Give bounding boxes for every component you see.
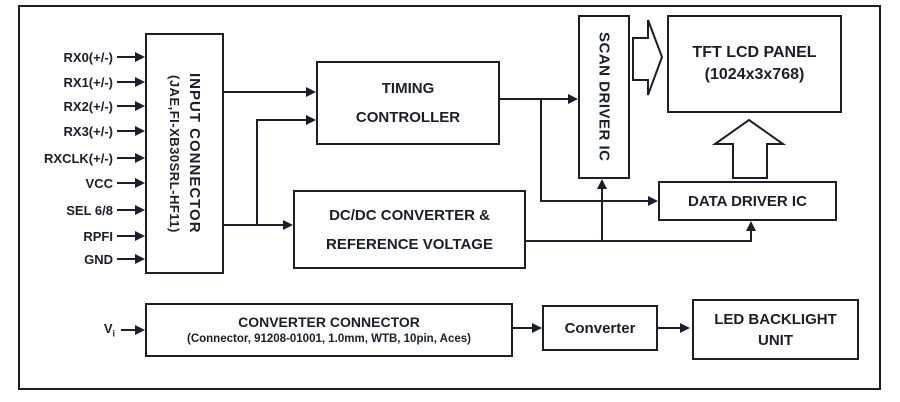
arrow-right-icon — [568, 93, 578, 104]
signal-label: GND — [84, 251, 113, 267]
arrow-right-icon — [135, 126, 145, 136]
signal-label: RX1(+/-) — [63, 74, 113, 90]
converter-block: Converter — [542, 305, 658, 351]
signal-arrow-line — [117, 258, 135, 260]
led-backlight-line2: UNIT — [758, 331, 793, 349]
dcdc-line2: REFERENCE VOLTAGE — [326, 235, 493, 253]
signal-arrow-line — [117, 157, 135, 159]
signal-arrow-line — [117, 105, 135, 107]
wire-dcdc-output — [526, 240, 752, 242]
arrow-right-icon — [135, 101, 145, 111]
signal-row-vcc: VCC — [30, 173, 145, 193]
tft-lcd-panel-block: TFT LCD PANEL (1024x3x768) — [667, 15, 842, 113]
signal-label: RX2(+/-) — [63, 98, 113, 114]
signal-label: RX0(+/-) — [63, 49, 113, 65]
scan-driver-label: SCAN DRIVER IC — [595, 32, 613, 162]
wire-connconn-to-converter — [513, 327, 534, 329]
diagram-outer-border — [18, 5, 881, 390]
wire-branch-vertical — [256, 120, 258, 226]
signal-row-rxclk: RXCLK(+/-) — [30, 148, 145, 168]
input-connector-text: INPUT CONNECTOR (JAE,FI-XB30SRL-HF11) — [165, 73, 204, 234]
input-connector-block: INPUT CONNECTOR (JAE,FI-XB30SRL-HF11) — [145, 33, 224, 274]
arrow-right-icon — [135, 231, 145, 241]
dcdc-converter-block: DC/DC CONVERTER & REFERENCE VOLTAGE — [293, 190, 526, 269]
arrow-right-icon — [135, 325, 145, 335]
signal-arrow-line — [117, 235, 135, 237]
wire-dcdc-to-scan-vertical — [601, 187, 603, 242]
wire-dcdc-to-data-vertical — [750, 229, 752, 242]
tft-panel-line2: (1024x3x768) — [704, 66, 805, 83]
timing-controller-block: TIMING CONTROLLER — [316, 61, 500, 145]
converter-connector-block: CONVERTER CONNECTOR (Connector, 91208-01… — [145, 303, 513, 357]
arrow-right-icon — [680, 322, 690, 333]
arrow-right-icon — [135, 254, 145, 264]
power-input-label: Vi — [103, 321, 115, 339]
signal-arrow-line — [117, 81, 135, 83]
tft-panel-line1: TFT LCD PANEL — [692, 44, 817, 61]
wire-converter-to-led — [658, 327, 682, 329]
signal-arrow-line — [117, 182, 135, 184]
signal-arrow-line — [117, 209, 135, 211]
led-backlight-block: LED BACKLIGHT UNIT — [692, 299, 859, 360]
data-driver-label: DATA DRIVER IC — [688, 192, 807, 210]
signal-label: RXCLK(+/-) — [44, 150, 113, 166]
signal-label: VCC — [85, 175, 113, 191]
wire-connector-to-dcdc — [224, 224, 285, 226]
signal-label: RPFI — [83, 228, 113, 244]
arrow-right-icon — [306, 114, 316, 125]
arrow-right-icon — [306, 86, 316, 97]
block-arrow-right-icon — [632, 19, 664, 96]
arrow-right-icon — [135, 205, 145, 215]
signal-arrow-line — [121, 329, 135, 331]
wire-timing-to-scan — [500, 98, 570, 100]
signal-row-gnd: GND — [30, 249, 145, 269]
led-backlight-line1: LED BACKLIGHT — [714, 310, 837, 328]
arrow-right-icon — [135, 77, 145, 87]
block-arrow-up-icon — [712, 118, 786, 179]
signal-row-rx1: RX1(+/-) — [30, 72, 145, 92]
wire-timing-branch-vertical — [540, 98, 542, 202]
arrow-right-icon — [135, 52, 145, 62]
signal-row-rpfi: RPFI — [30, 226, 145, 246]
signal-label: SEL 6/8 — [66, 202, 113, 218]
arrow-right-icon — [283, 219, 293, 230]
data-driver-block: DATA DRIVER IC — [658, 181, 837, 221]
wire-connector-to-timing-2 — [256, 119, 308, 121]
signal-row-rx3: RX3(+/-) — [30, 121, 145, 141]
input-connector-title: INPUT CONNECTOR — [186, 73, 203, 234]
signal-arrow-line — [117, 130, 135, 132]
signal-row-sel: SEL 6/8 — [30, 200, 145, 220]
arrow-right-icon — [135, 153, 145, 163]
arrow-up-icon — [596, 179, 607, 189]
signal-row-rx2: RX2(+/-) — [30, 96, 145, 116]
timing-controller-line1: TIMING — [381, 80, 435, 97]
converter-label: Converter — [564, 319, 636, 337]
timing-controller-line2: CONTROLLER — [355, 109, 461, 126]
converter-connector-subtitle: (Connector, 91208-01001, 1.0mm, WTB, 10p… — [187, 333, 471, 345]
scan-driver-block: SCAN DRIVER IC — [578, 15, 630, 179]
arrow-up-icon — [745, 221, 756, 231]
arrow-right-icon — [648, 195, 658, 206]
arrow-right-icon — [135, 178, 145, 188]
dcdc-line1: DC/DC CONVERTER & — [329, 206, 490, 224]
signal-row-rx0: RX0(+/-) — [30, 47, 145, 67]
input-connector-subtitle: (JAE,FI-XB30SRL-HF11) — [167, 74, 182, 233]
wire-timing-to-data — [540, 200, 650, 202]
converter-connector-title: CONVERTER CONNECTOR — [238, 314, 420, 330]
power-input-row: Vi — [88, 320, 145, 340]
signal-arrow-line — [117, 56, 135, 58]
signal-label: RX3(+/-) — [63, 123, 113, 139]
wire-connector-to-timing-1 — [224, 91, 308, 93]
arrow-right-icon — [532, 322, 542, 333]
